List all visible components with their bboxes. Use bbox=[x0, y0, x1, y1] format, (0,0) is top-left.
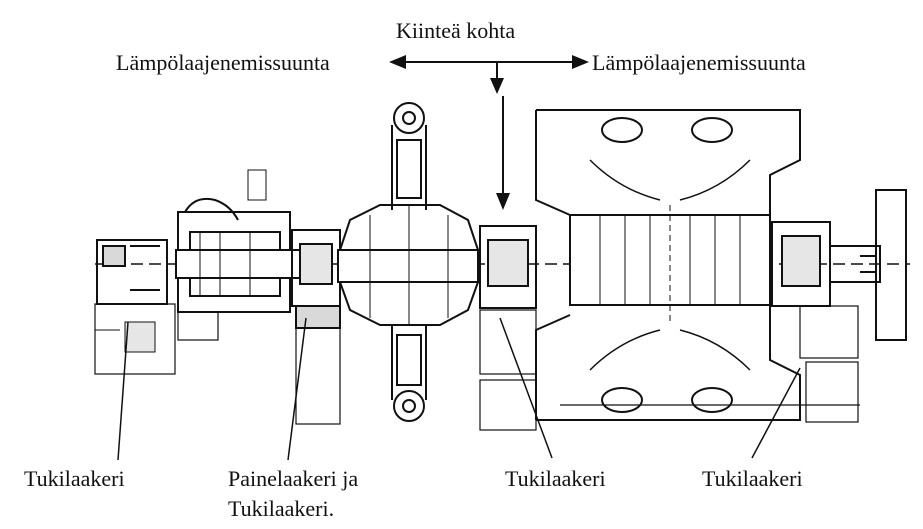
arrow-left-icon bbox=[389, 55, 406, 69]
support-bearing-left-label: Tukilaakeri bbox=[24, 466, 125, 491]
middle-bearing-housing bbox=[479, 225, 537, 431]
thrust-bearing-label-line1: Painelaakeri ja bbox=[228, 466, 359, 491]
fixed-point-label: Kiinteä kohta bbox=[396, 18, 516, 43]
expansion-direction-right-label: Lämpölaajenemissuunta bbox=[592, 50, 806, 75]
support-bearing-middle-label: Tukilaakeri bbox=[505, 466, 606, 491]
thrust-bearing-pedestal bbox=[291, 229, 341, 425]
expansion-direction-left-label: Lämpölaajenemissuunta bbox=[116, 50, 330, 75]
thrust-bearing-label-line2: Tukilaakeri. bbox=[228, 496, 335, 521]
shaft-end-flange bbox=[860, 189, 907, 341]
high-pressure-rotor bbox=[337, 102, 479, 422]
expansion-arrows bbox=[389, 55, 589, 210]
arrow-down-icon bbox=[490, 78, 504, 94]
fixed-point-arrow-icon bbox=[496, 193, 510, 210]
leader-lines bbox=[117, 317, 801, 461]
arrow-right-icon bbox=[572, 55, 589, 69]
turbine-casing bbox=[535, 109, 860, 421]
right-bearing-housing bbox=[771, 221, 881, 423]
gear-coupling-section bbox=[175, 169, 307, 341]
left-bearing-housing bbox=[94, 239, 176, 375]
support-bearing-right-label: Tukilaakeri bbox=[702, 466, 803, 491]
